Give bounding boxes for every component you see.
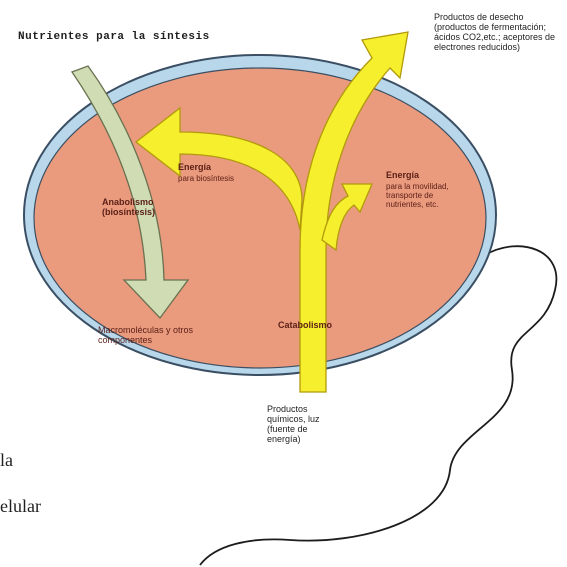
energy-biosynthesis-sub: para biosíntesis bbox=[178, 175, 234, 184]
background-text-fragment-celular: elular bbox=[0, 496, 41, 516]
waste-products-label: Productos de desecho (productos de ferme… bbox=[434, 12, 562, 52]
macromolecules-label: Macromoléculas y otros componentes bbox=[98, 325, 238, 345]
catabolism-label: Catabolismo bbox=[278, 320, 332, 330]
energy-source-label: Productos químicos, luz (fuente de energ… bbox=[267, 404, 342, 444]
energy-motility-title: Energía bbox=[386, 170, 419, 180]
energy-biosynthesis-title: Energía bbox=[178, 162, 211, 172]
anabolism-label: Anabolismo (biosíntesis) bbox=[102, 197, 182, 217]
energy-motility-sub: para la movilidad, transporte de nutrien… bbox=[386, 183, 464, 210]
top-title: Nutrientes para la síntesis bbox=[18, 31, 210, 43]
background-text-fragment-la: la bbox=[0, 450, 13, 470]
